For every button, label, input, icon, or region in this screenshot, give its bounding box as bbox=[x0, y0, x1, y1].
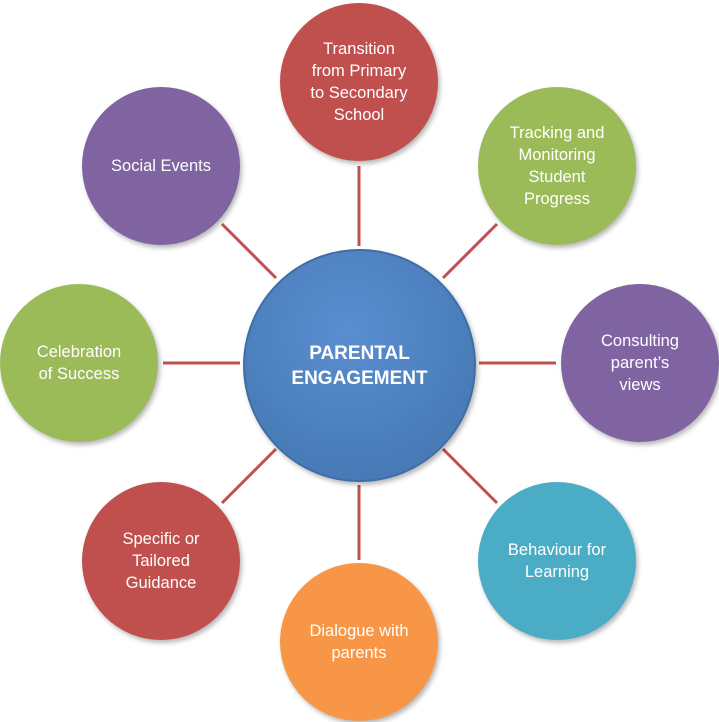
node-dialogue-parents: Dialogue with parents bbox=[280, 563, 438, 721]
center-node-label: PARENTAL ENGAGEMENT bbox=[291, 342, 428, 389]
node-social-events: Social Events bbox=[82, 87, 240, 245]
node-label: Behaviour for Learning bbox=[507, 541, 607, 581]
node-label: Celebration of Success bbox=[36, 343, 122, 383]
node-tracking-monitoring: Tracking and Monitoring Student Progress bbox=[478, 87, 636, 245]
connector-top-right bbox=[441, 222, 499, 280]
node-label: Social Events bbox=[111, 157, 211, 175]
node-label: Specific or Tailored Guidance bbox=[122, 530, 200, 592]
node-celebration-success: Celebration of Success bbox=[0, 284, 158, 442]
node-transition: Transition from Primary to Secondary Sch… bbox=[280, 3, 438, 161]
node-label: Transition from Primary to Secondary Sch… bbox=[310, 40, 408, 124]
connector-bottom-left bbox=[220, 447, 278, 505]
connector-bottom-right bbox=[441, 447, 499, 505]
node-label: Dialogue with parents bbox=[309, 622, 409, 662]
node-label: Tracking and Monitoring Student Progress bbox=[509, 124, 605, 208]
connector-top-left bbox=[220, 222, 278, 280]
node-behaviour-learning: Behaviour for Learning bbox=[478, 482, 636, 640]
node-consulting-views: Consulting parent’s views bbox=[561, 284, 719, 442]
node-label: Consulting parent’s views bbox=[601, 332, 679, 394]
center-node-parental-engagement: PARENTAL ENGAGEMENT bbox=[243, 249, 476, 482]
node-tailored-guidance: Specific or Tailored Guidance bbox=[82, 482, 240, 640]
